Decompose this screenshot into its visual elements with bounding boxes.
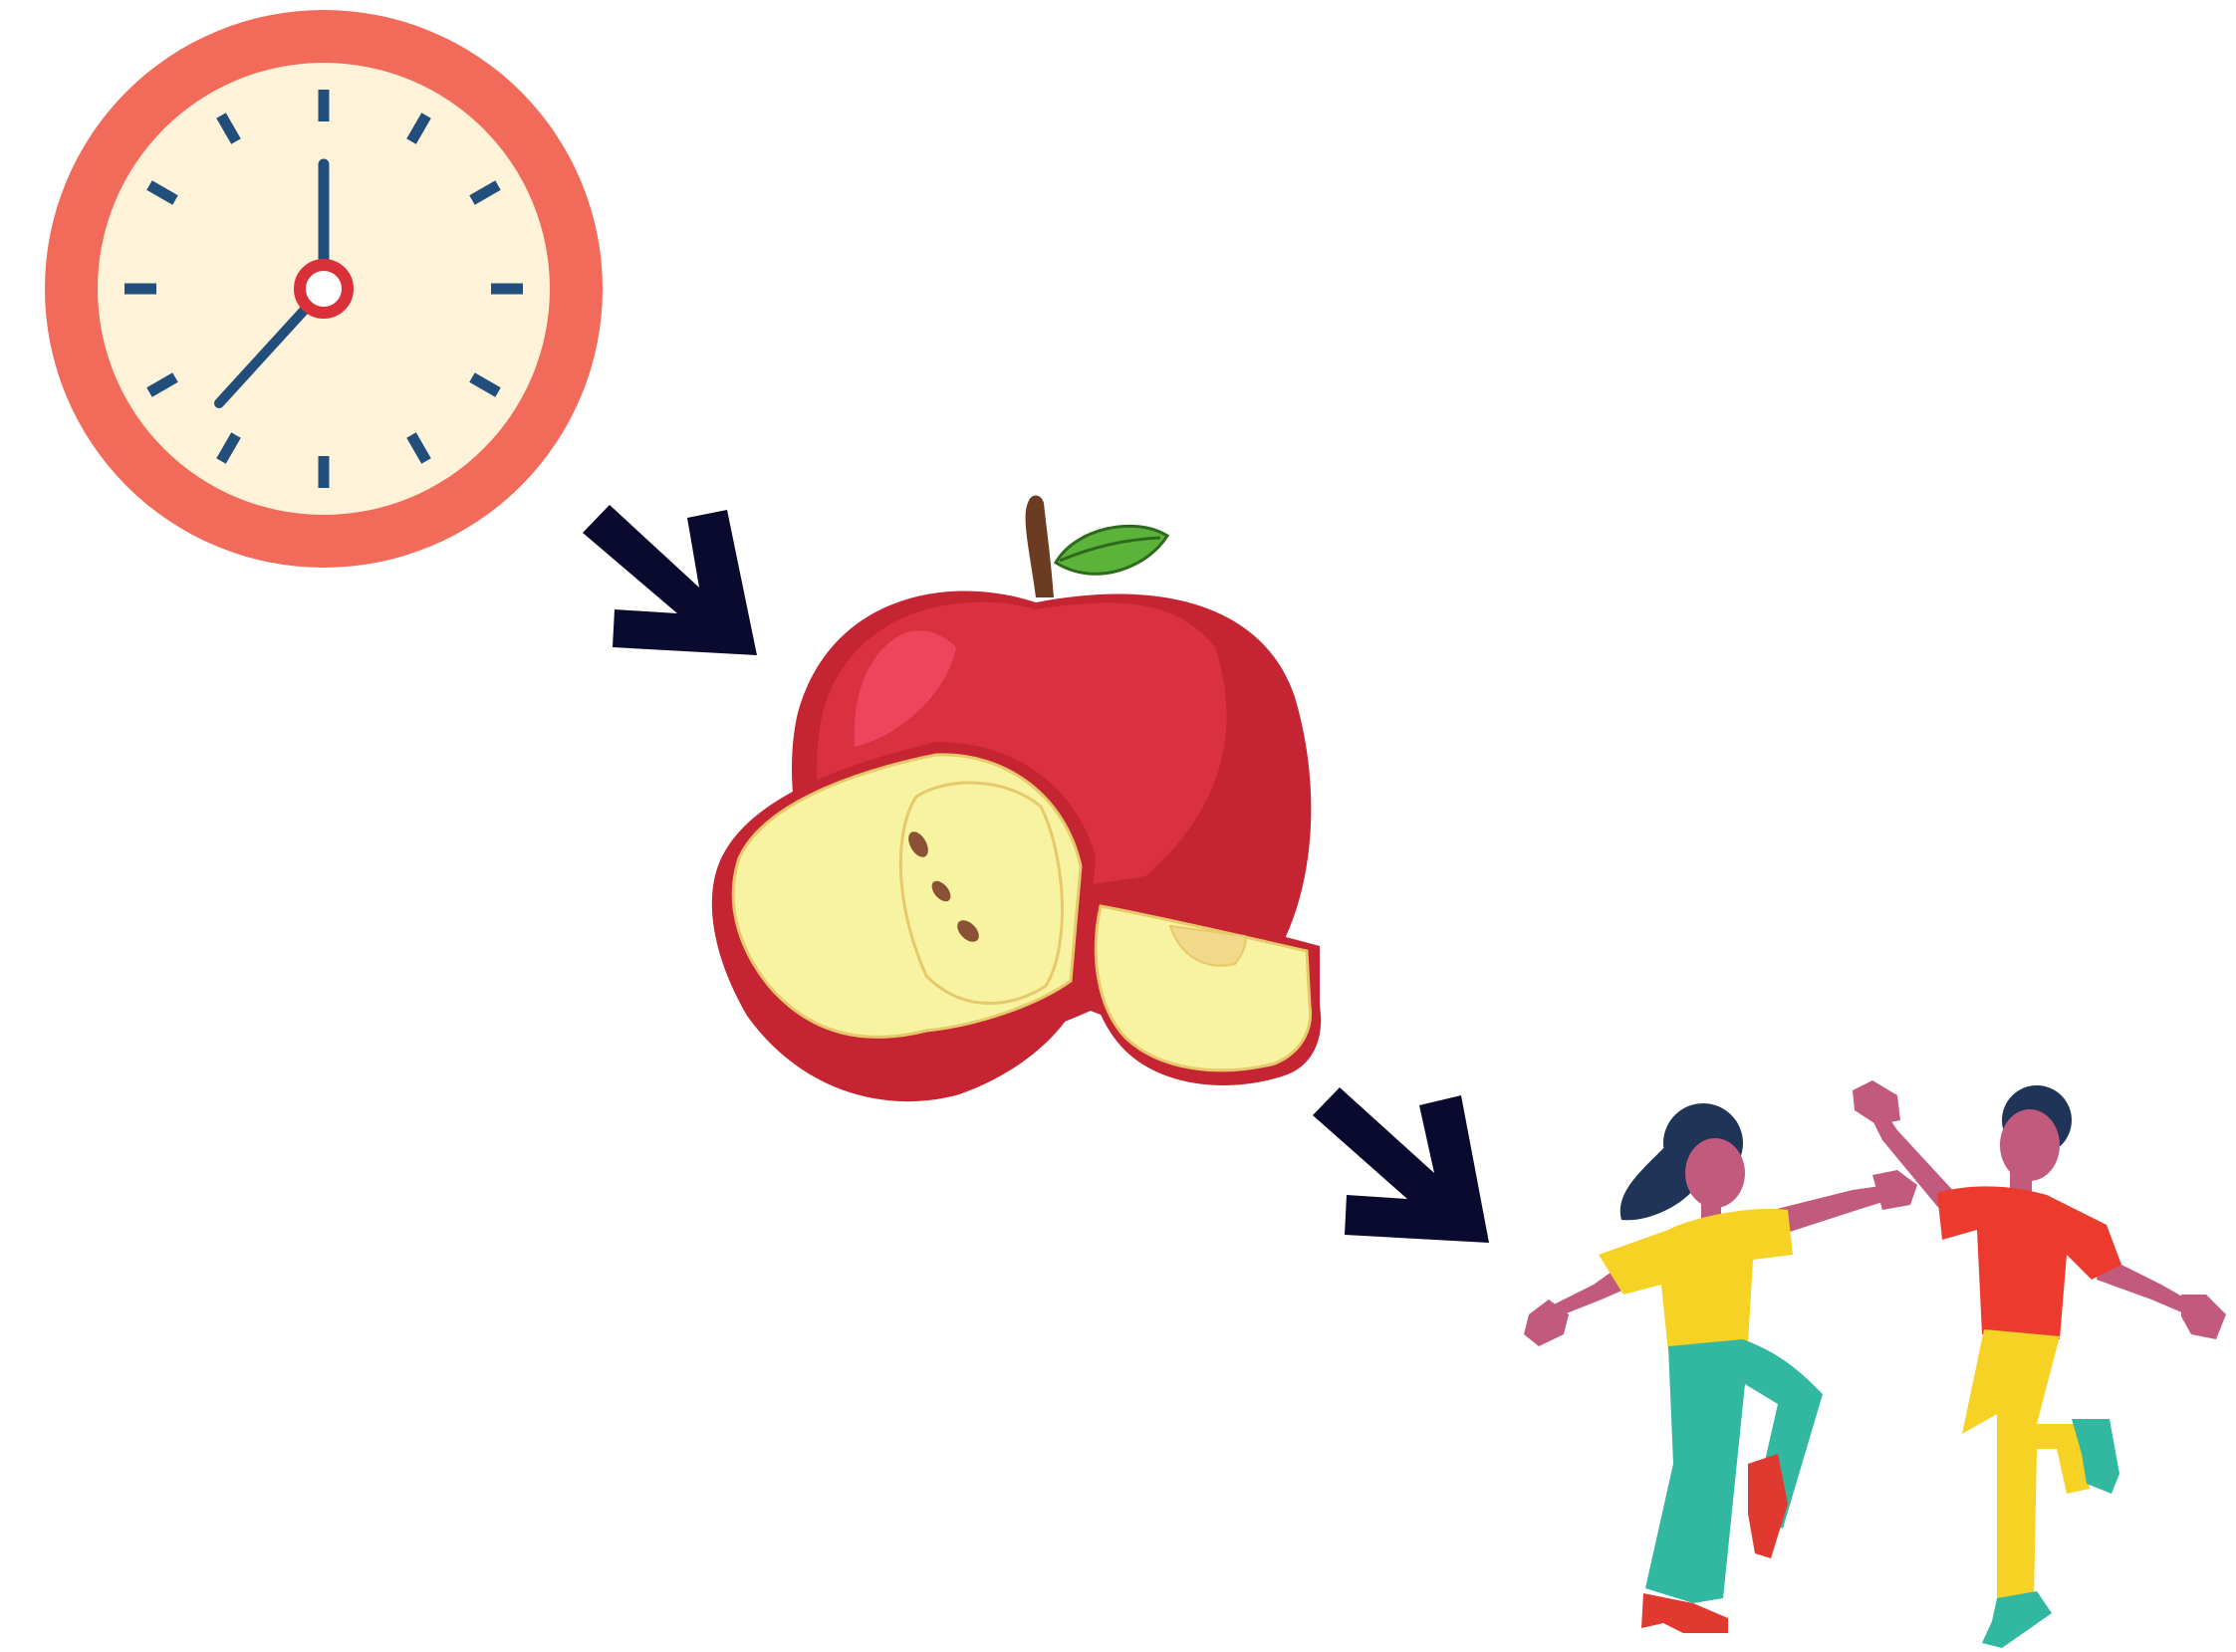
clock-center <box>300 265 348 313</box>
woman-figure <box>1524 1103 1917 1633</box>
apple-icon <box>712 496 1321 1102</box>
clock-icon <box>45 10 603 568</box>
arrow-down-right-icon <box>583 505 757 655</box>
dancing-people-icon <box>1524 1080 2226 1648</box>
man-figure <box>1853 1080 2226 1648</box>
arrow-down-right-icon <box>1313 1087 1489 1243</box>
